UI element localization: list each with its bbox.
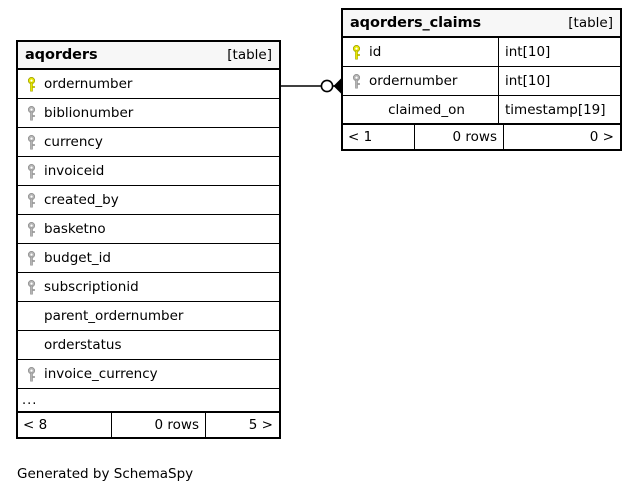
table-type-tag: [table]: [227, 47, 272, 63]
column-type: timestamp[19]: [498, 96, 620, 123]
ellipsis-label: ...: [22, 392, 38, 408]
column-name: ordernumber: [44, 76, 133, 92]
table-row[interactable]: ordernumber: [18, 70, 279, 99]
table-title: aqorders: [25, 47, 98, 63]
table-node-aqorders[interactable]: aqorders [table] ordernumber: [16, 40, 281, 439]
foreign-key-icon: [18, 163, 44, 179]
table-row[interactable]: invoiceid: [18, 157, 279, 186]
table-row[interactable]: basketno: [18, 215, 279, 244]
child-relations-count[interactable]: 0 >: [589, 129, 614, 145]
more-columns-indicator: ...: [18, 389, 279, 413]
column-name: ordernumber: [369, 73, 458, 89]
table-row[interactable]: currency: [18, 128, 279, 157]
column-name: created_by: [44, 192, 119, 208]
generated-by-caption: Generated by SchemaSpy: [17, 466, 193, 482]
parent-relations-count[interactable]: < 8: [18, 413, 112, 437]
table-row[interactable]: invoice_currency: [18, 360, 279, 389]
row-count: 0 rows: [112, 413, 206, 437]
table-row[interactable]: orderstatus: [18, 331, 279, 360]
column-name: budget_id: [44, 250, 111, 266]
column-name: biblionumber: [44, 105, 134, 121]
column-name: parent_ordernumber: [44, 308, 184, 324]
column-name: invoice_currency: [44, 366, 158, 382]
table-footer-aqorders: < 8 0 rows 5 >: [18, 413, 279, 437]
column-name: claimed_on: [388, 101, 465, 118]
table-row[interactable]: claimed_on timestamp[19]: [343, 96, 620, 125]
foreign-key-icon: [18, 279, 44, 295]
column-name: basketno: [44, 221, 106, 237]
table-type-tag: [table]: [568, 15, 613, 31]
foreign-key-icon: [18, 134, 44, 150]
foreign-key-icon: [343, 73, 369, 89]
column-name: currency: [44, 134, 103, 150]
table-row[interactable]: subscriptionid: [18, 273, 279, 302]
crowsfoot-many-marker-icon: [333, 78, 341, 94]
caption-text: Generated by SchemaSpy: [17, 466, 194, 482]
child-relations-count[interactable]: 5 >: [248, 417, 273, 433]
table-footer-aqorders-claims: < 1 0 rows 0 >: [343, 125, 620, 149]
column-name: orderstatus: [44, 337, 122, 353]
table-row[interactable]: created_by: [18, 186, 279, 215]
primary-key-icon: [18, 76, 44, 92]
column-type: int[10]: [498, 67, 620, 95]
table-row[interactable]: budget_id: [18, 244, 279, 273]
row-count: 0 rows: [415, 125, 504, 149]
table-title: aqorders_claims: [350, 15, 482, 31]
column-type: int[10]: [498, 38, 620, 66]
circle-zero-marker-icon: [320, 79, 334, 93]
table-row[interactable]: ordernumber int[10]: [343, 67, 620, 96]
foreign-key-icon: [18, 192, 44, 208]
table-header-aqorders[interactable]: aqorders [table]: [18, 42, 279, 70]
table-row[interactable]: parent_ordernumber: [18, 302, 279, 331]
column-name: subscriptionid: [44, 279, 139, 295]
column-name: invoiceid: [44, 163, 105, 179]
table-node-aqorders-claims[interactable]: aqorders_claims [table] id int[10]: [341, 8, 622, 151]
foreign-key-icon: [18, 250, 44, 266]
table-row[interactable]: biblionumber: [18, 99, 279, 128]
foreign-key-icon: [18, 366, 44, 382]
table-row[interactable]: id int[10]: [343, 38, 620, 67]
column-name: id: [369, 44, 382, 60]
table-header-aqorders-claims[interactable]: aqorders_claims [table]: [343, 10, 620, 38]
primary-key-icon: [343, 44, 369, 60]
foreign-key-icon: [18, 105, 44, 121]
foreign-key-icon: [18, 221, 44, 237]
parent-relations-count[interactable]: < 1: [343, 125, 415, 149]
